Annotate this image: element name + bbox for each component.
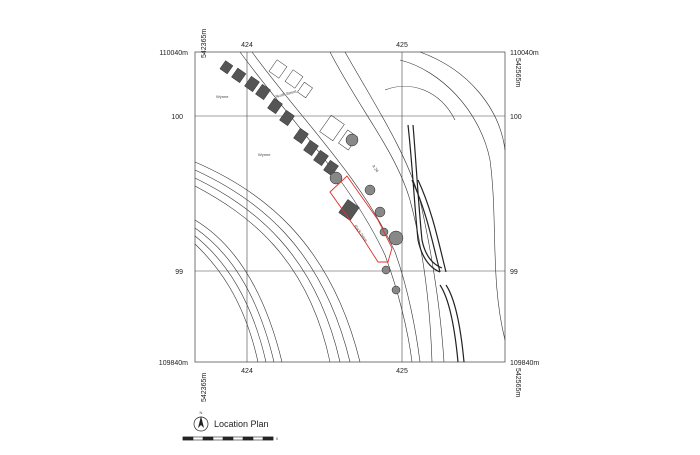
road-label-wynne-1: Wynne [216, 94, 229, 99]
grid-col-425-top: 425 [396, 42, 408, 49]
trees [329, 133, 404, 295]
east-top-left: 542365m [201, 29, 208, 58]
grid-row-100-right: 100 [510, 114, 522, 121]
scale-end-label: 0 [276, 436, 279, 441]
scale-bar [182, 436, 274, 441]
grid-col-424-bottom: 424 [241, 368, 253, 375]
grid-col-425-bottom: 425 [396, 368, 408, 375]
road-label-rock-drive: Rock Drive [353, 224, 369, 244]
buildings [219, 60, 360, 221]
location-plan-title: Location Plan [214, 419, 269, 429]
grid-row-100-left: 100 [171, 114, 183, 121]
east-top-right: 542565m [514, 58, 521, 87]
north-arrow-icon [193, 416, 209, 432]
east-bottom-left: 542365m [201, 373, 208, 402]
rail-lines [407, 124, 465, 363]
north-letter: N [200, 410, 203, 415]
grid-col-424-top: 424 [241, 42, 253, 49]
north-top-left: 110040m [159, 50, 188, 57]
grid-row-99-right: 99 [510, 269, 518, 276]
road-label-north-street: North Street [275, 88, 298, 99]
grid-row-99-left: 99 [175, 269, 183, 276]
site-boundary [329, 175, 393, 263]
north-bottom-left: 109840m [159, 360, 188, 367]
east-bottom-right: 542565m [514, 368, 521, 397]
road-label-wynne-2: Wynne [258, 152, 271, 157]
road-label-a26: A 26 [371, 164, 380, 174]
north-top-right: 110040m [510, 50, 539, 57]
outline-buildings [268, 59, 358, 151]
north-bottom-right: 109840m [510, 360, 539, 367]
